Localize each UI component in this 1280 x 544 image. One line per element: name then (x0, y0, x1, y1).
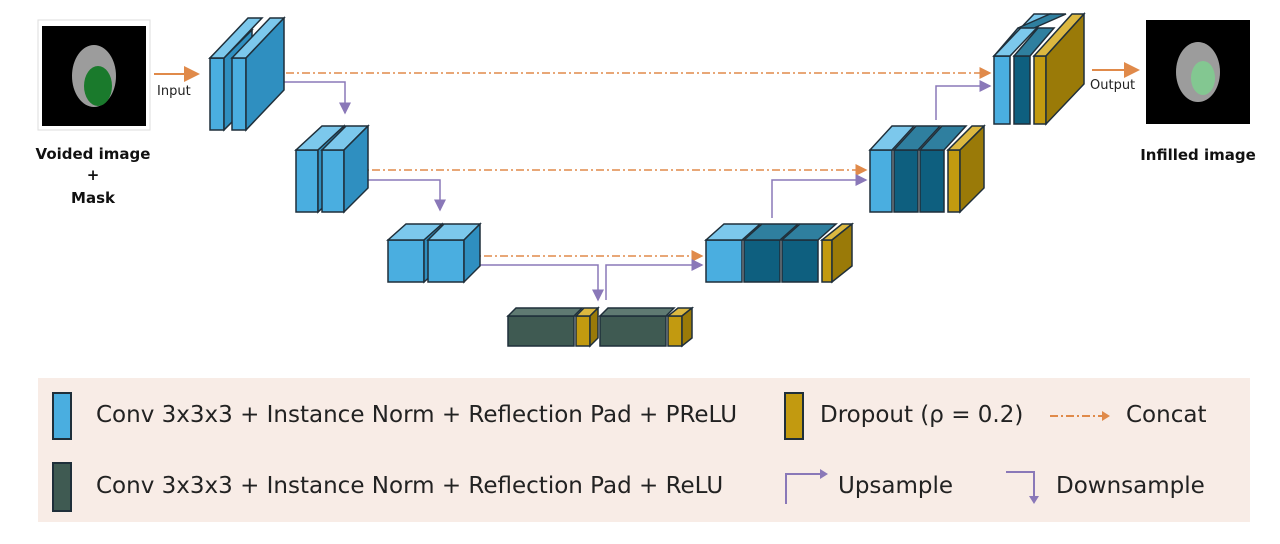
decoder-block-2 (868, 124, 986, 214)
legend-label-conv-relu: Conv 3x3x3 + Instance Norm + Reflection … (96, 473, 724, 499)
legend-label-downsample: Downsample (1056, 473, 1205, 499)
upsample-arrows (605, 80, 992, 300)
legend-upsample-arrow-icon (785, 469, 828, 504)
decoder-block-1 (992, 12, 1086, 126)
output-caption: Infilled image (1140, 146, 1256, 164)
input-brain-image (37, 19, 151, 131)
legend-label-conv-prelu: Conv 3x3x3 + Instance Norm + Reflection … (96, 402, 738, 428)
decoder-block-3 (704, 222, 855, 284)
output-brain-image (1146, 20, 1250, 124)
legend-label-dropout: Dropout (ρ = 0.2) (820, 402, 1024, 428)
encoder-block-3 (386, 222, 482, 284)
input-caption-line3: Mask (71, 189, 115, 207)
encoder-block-1 (208, 16, 286, 132)
bottleneck-block (506, 306, 695, 348)
legend-concat-arrow-icon (1050, 411, 1110, 421)
input-caption-line1: Voided image (35, 145, 151, 163)
legend-swatch-conv-prelu (52, 392, 72, 440)
input-caption-line2: + (86, 166, 100, 184)
legend-label-concat: Concat (1126, 402, 1207, 428)
input-label: Input (157, 84, 191, 99)
legend-label-upsample: Upsample (838, 473, 954, 499)
legend-swatch-dropout (784, 392, 804, 440)
legend-swatch-conv-relu (52, 462, 72, 512)
concat-arrows (270, 67, 992, 262)
encoder-block-2 (294, 124, 370, 214)
legend-panel: Conv 3x3x3 + Instance Norm + Reflection … (38, 378, 1250, 522)
output-label: Output (1090, 78, 1136, 93)
legend-downsample-arrow-icon (1006, 471, 1039, 504)
downsample-arrows (270, 81, 604, 302)
